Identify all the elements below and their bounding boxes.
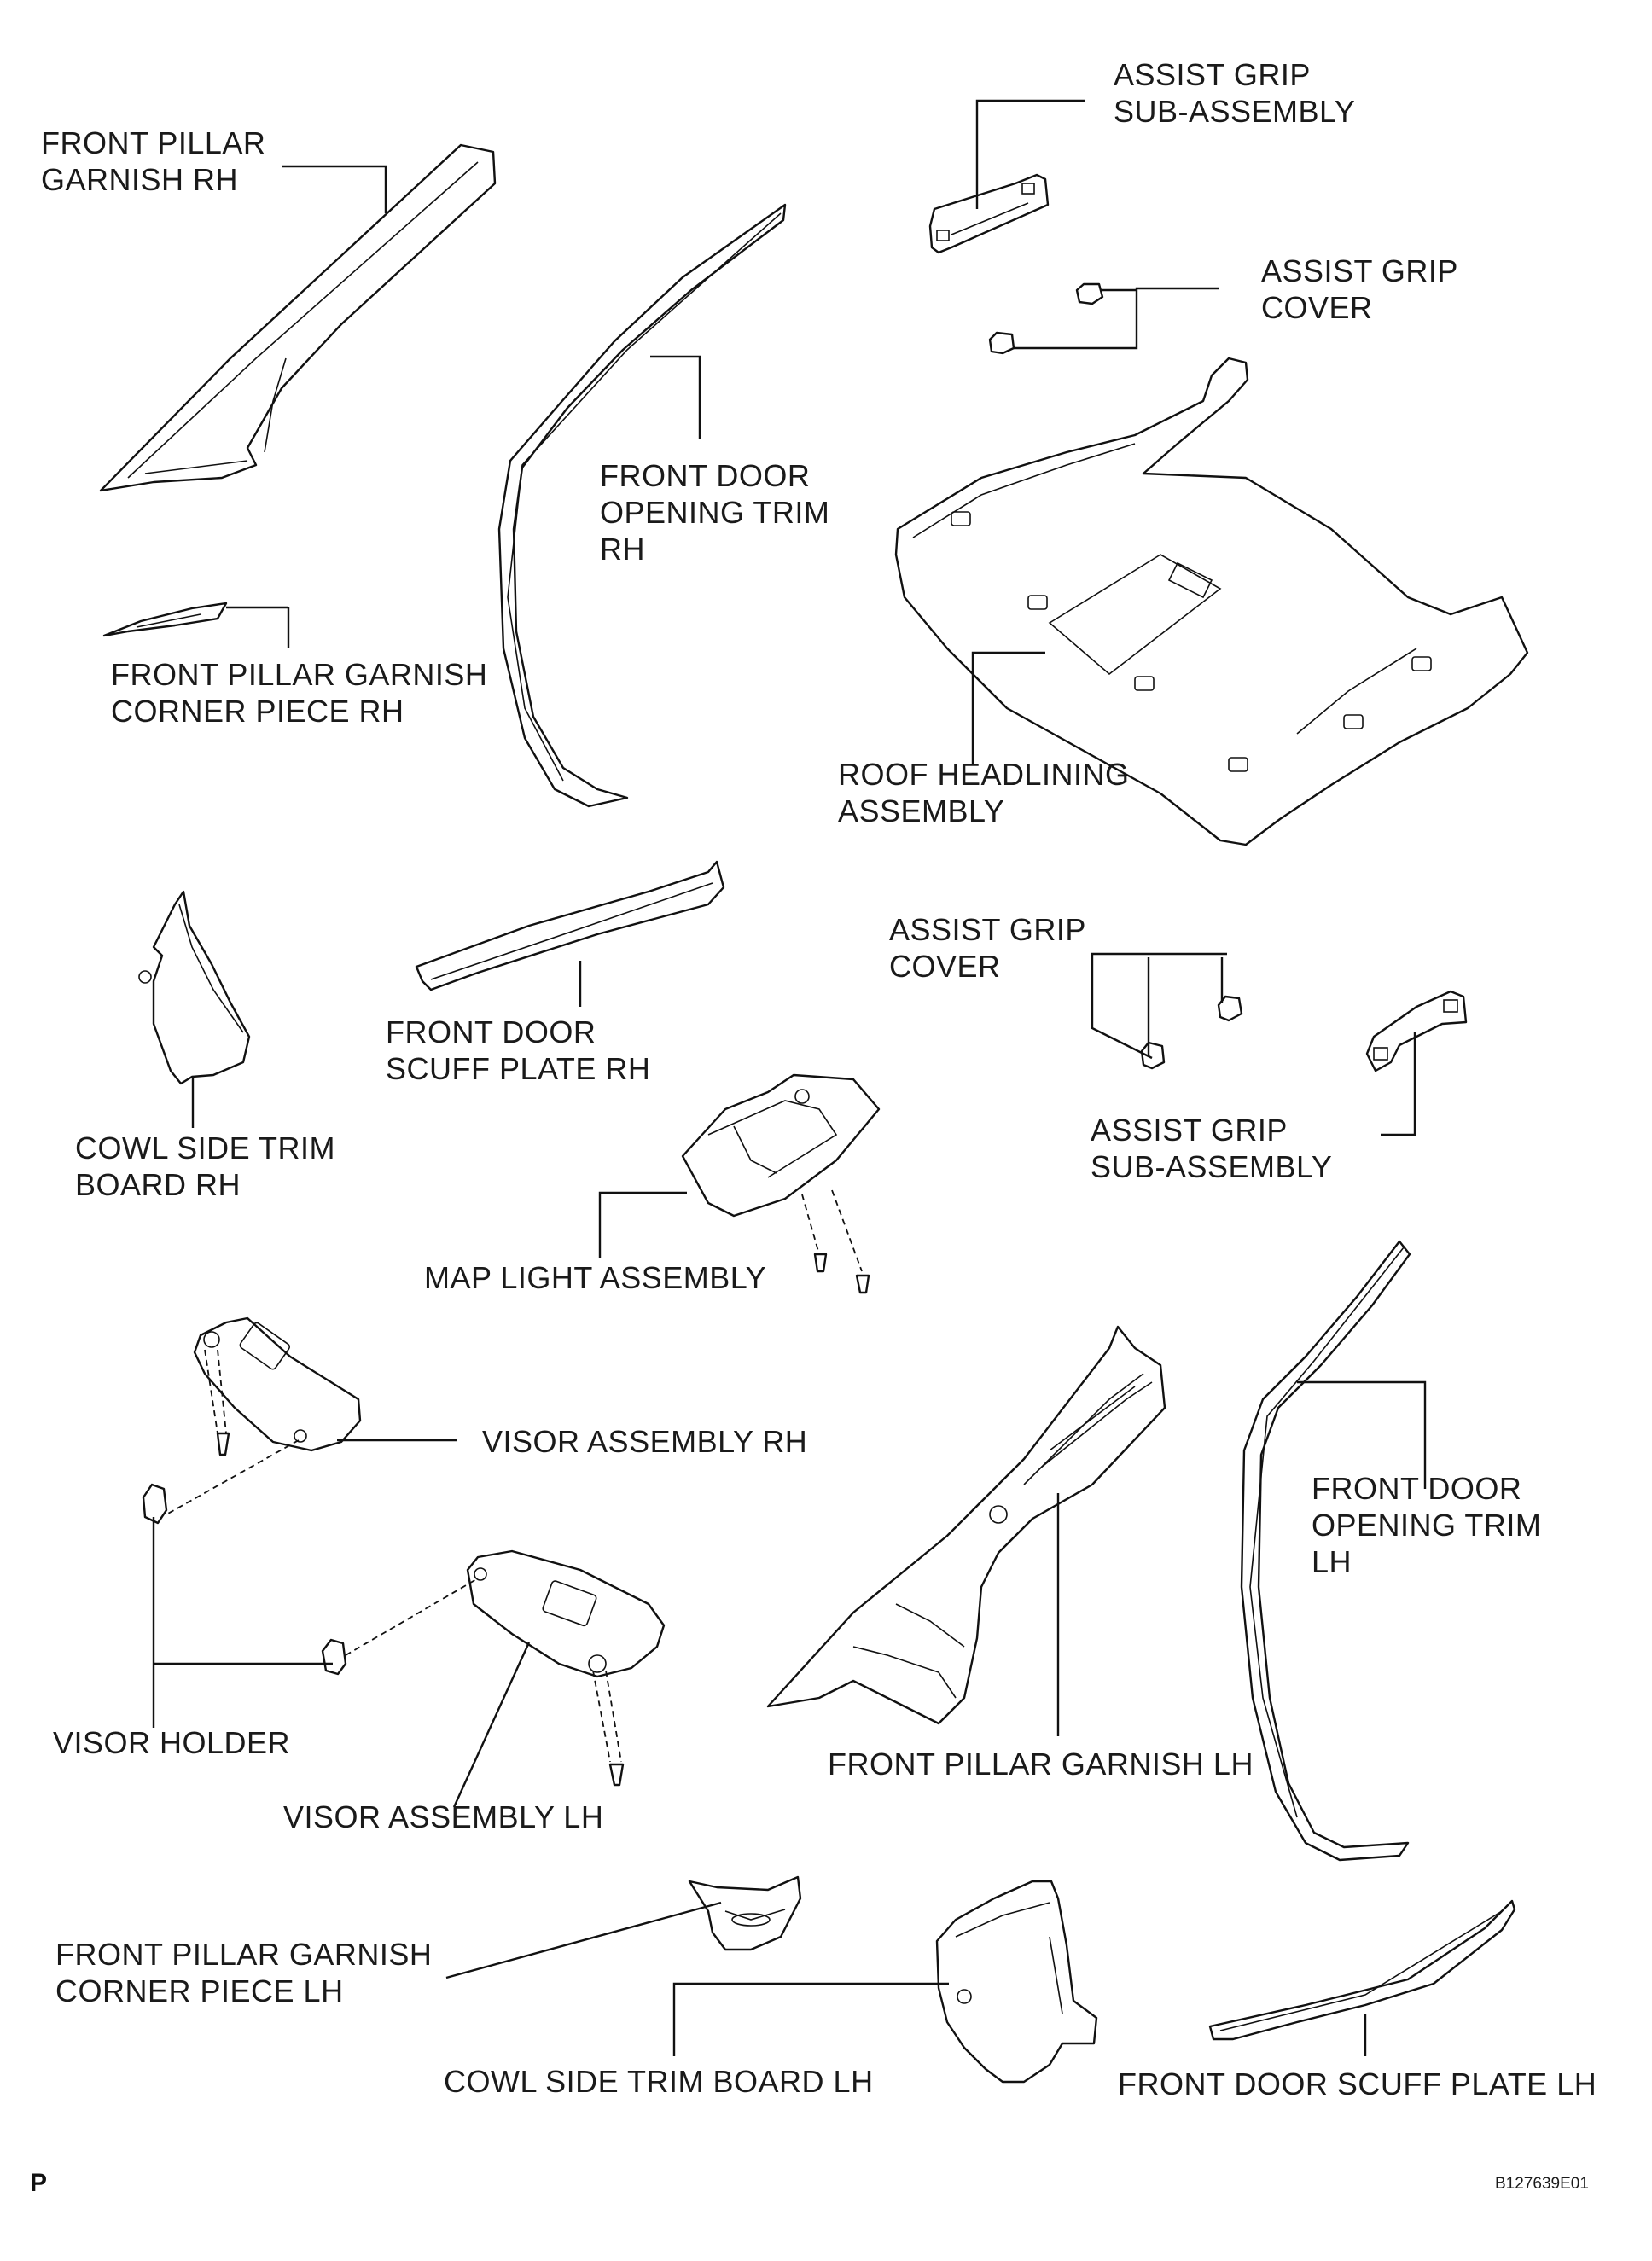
assist-grip-cover-top-part [988,282,1104,355]
visor-assembly-rh-part [166,1316,362,1515]
front-pillar-garnish-corner-rh-part [102,602,228,637]
assist-grip-sub-assembly-top-part [928,173,1050,254]
visor-holder-label: VISOR HOLDER [53,1725,290,1760]
assist-grip-sub-assembly-mid-part [1365,990,1468,1072]
assist-grip-sub-assembly-top-label: ASSIST GRIP SUB-ASSEMBLY [1114,57,1355,129]
roof-headlining-assembly-part [894,357,1529,846]
front-door-opening-trim-lh-label: FRONT DOOR OPENING TRIM LH [1312,1471,1550,1579]
roof-headlining-assembly-label: ROOF HEADLINING ASSEMBLY [838,757,1138,828]
front-pillar-garnish-lh-part [766,1325,1166,1725]
leader-lines [152,99,1427,2056]
front-pillar-garnish-lh-label: FRONT PILLAR GARNISH LH [828,1747,1254,1781]
front-pillar-garnish-corner-lh-label: FRONT PILLAR GARNISH CORNER PIECE LH [55,1937,441,2008]
map-light-assembly-part [681,1073,881,1294]
front-door-scuff-plate-lh-part [1208,1899,1516,2041]
assist-grip-cover-top-label: ASSIST GRIP COVER [1261,253,1467,325]
cowl-side-trim-board-lh-label: COWL SIDE TRIM BOARD LH [444,2064,874,2099]
assist-grip-sub-assembly-mid-label: ASSIST GRIP SUB-ASSEMBLY [1091,1113,1332,1184]
front-door-scuff-plate-lh-label: FRONT DOOR SCUFF PLATE LH [1118,2066,1597,2101]
visor-holder-part [142,1483,347,1676]
map-light-assembly-label: MAP LIGHT ASSEMBLY [424,1260,766,1295]
front-door-opening-trim-lh-part [1240,1240,1411,1862]
visor-assembly-rh-label: VISOR ASSEMBLY RH [482,1424,807,1459]
assist-grip-cover-mid-part [1140,995,1243,1070]
assist-grip-cover-mid-label: ASSIST GRIP COVER [889,912,1095,984]
front-pillar-garnish-corner-lh-part [688,1875,802,1951]
visor-assembly-lh-label: VISOR ASSEMBLY LH [283,1799,603,1834]
visor-assembly-lh-part [345,1549,666,1787]
figure-code: B127639E01 [1495,2175,1589,2193]
front-door-opening-trim-rh-label: FRONT DOOR OPENING TRIM RH [600,458,839,567]
cowl-side-trim-board-rh-label: COWL SIDE TRIM BOARD RH [75,1130,345,1202]
front-pillar-garnish-rh-part [99,143,497,492]
cowl-side-trim-board-lh-part [935,1880,1098,2084]
front-door-opening-trim-rh-part [497,203,787,808]
corner-mark: P [30,2169,47,2197]
front-pillar-garnish-corner-rh-label: FRONT PILLAR GARNISH CORNER PIECE RH [111,657,497,729]
front-door-scuff-plate-rh-part [415,860,725,991]
cowl-side-trim-board-rh-part [138,890,251,1085]
front-door-scuff-plate-rh-label: FRONT DOOR SCUFF PLATE RH [386,1014,650,1086]
front-pillar-garnish-rh-label: FRONT PILLAR GARNISH RH [41,125,275,197]
